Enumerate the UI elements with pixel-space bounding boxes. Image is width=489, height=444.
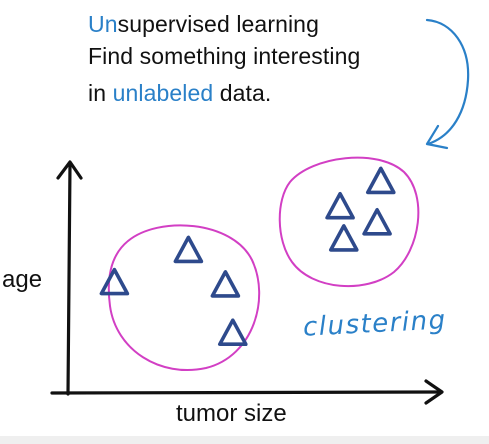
heading-accent-un: Un bbox=[88, 11, 118, 37]
x-axis-label: tumor size bbox=[176, 400, 287, 427]
curved-arrow-head bbox=[425, 124, 449, 150]
data-point-c2-2 bbox=[325, 191, 355, 220]
y-axis-label: age bbox=[2, 266, 43, 293]
cluster-ring-right bbox=[278, 156, 420, 288]
y-axis bbox=[66, 162, 72, 396]
data-point-c1-4 bbox=[218, 318, 248, 347]
heading-line-2: Find something interesting bbox=[88, 43, 361, 69]
data-point-c1-3 bbox=[210, 270, 241, 298]
x-axis-arrowhead bbox=[424, 379, 444, 405]
heading-line-1: Unsupervised learning bbox=[88, 9, 319, 39]
data-point-c2-3 bbox=[362, 208, 392, 236]
data-point-c1-1 bbox=[173, 235, 204, 264]
heading-line-1-rest: supervised learning bbox=[117, 11, 319, 37]
y-axis-arrowhead bbox=[56, 160, 83, 180]
cluster-ring-left bbox=[107, 224, 261, 371]
heading-line-3-prefix: in bbox=[88, 80, 113, 106]
data-point-c2-4 bbox=[328, 224, 359, 252]
heading-line-3-suffix: data. bbox=[213, 80, 272, 106]
curved-arrow bbox=[425, 18, 470, 146]
heading-line-3: in unlabeled data. bbox=[88, 78, 271, 108]
data-point-c2-1 bbox=[365, 166, 396, 195]
heading-accent-unlabeled: unlabeled bbox=[112, 80, 214, 106]
x-axis bbox=[50, 390, 441, 395]
data-points bbox=[99, 166, 396, 347]
data-point-c1-2 bbox=[99, 267, 130, 296]
bottom-strip bbox=[0, 436, 489, 444]
